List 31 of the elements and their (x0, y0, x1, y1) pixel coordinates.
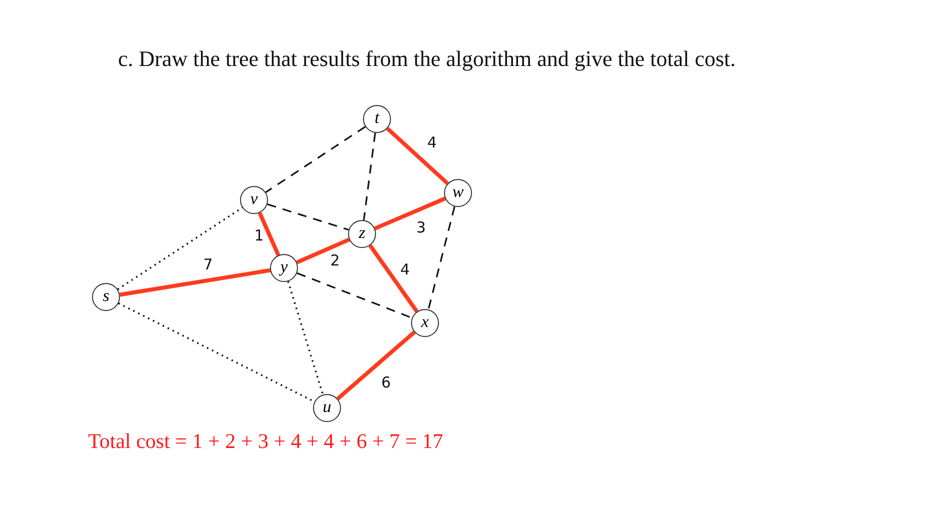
edge-weight: 1 (254, 228, 264, 244)
vertex-circle: t (363, 105, 391, 133)
graph-edge (296, 272, 412, 319)
vertex-circle: z (348, 220, 376, 248)
tree-edge (336, 330, 416, 400)
tree-edge (258, 212, 280, 256)
vertex-circle: u (313, 394, 341, 422)
edge-weight: 4 (400, 262, 410, 278)
tree-edge (374, 196, 446, 230)
graph-edge (428, 206, 456, 310)
graph-edge (265, 126, 366, 193)
graph-edge (118, 302, 315, 403)
vertex-circle: w (444, 179, 472, 207)
graph-edge (287, 281, 324, 395)
edge-weight: 6 (381, 376, 391, 390)
edge-weight: 7 (203, 258, 213, 272)
edge-weight: 3 (416, 220, 426, 236)
vertex-circle: v (240, 186, 268, 214)
tree-edge (120, 268, 270, 297)
graph-edge (267, 203, 349, 231)
edge-weight: 4 (427, 136, 437, 150)
tree-edge (386, 126, 450, 186)
vertex-circle: x (411, 309, 439, 337)
tree-edge (296, 238, 350, 264)
vertex-circle: s (92, 283, 120, 311)
total-cost-text: Total cost = 1 + 2 + 3 + 4 + 4 + 6 + 7 = 17 (88, 429, 444, 454)
vertex-circle: y (270, 254, 298, 282)
edge-weight: 2 (330, 254, 340, 268)
graph-edge (363, 132, 376, 220)
tree-edge (368, 244, 419, 313)
question-heading: c. Draw the tree that results from the algorithm and give the total cost. (118, 46, 736, 72)
